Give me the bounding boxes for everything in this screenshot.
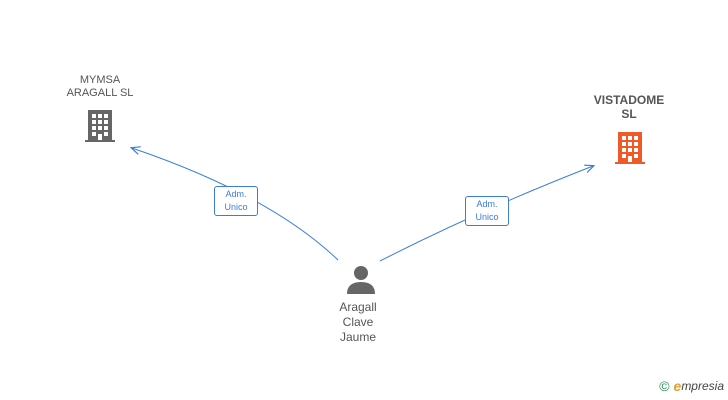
brand-initial: e [673,378,682,394]
building-icon[interactable] [85,108,115,142]
building-icon[interactable] [615,130,645,164]
edge-label-adm-unico-right[interactable]: Adm. Unico [465,196,509,226]
brand-name: mpresia [681,379,724,393]
company-label-mymsa[interactable]: MYMSA ARAGALL SL [66,74,134,99]
person-label-aragall[interactable]: Aragall Clave Jaume [339,300,377,344]
edge-label-adm-unico-left[interactable]: Adm. Unico [214,186,258,216]
company-label-vistadome[interactable]: VISTADOME SL [593,93,665,121]
empresia-watermark: © e mpresia [659,378,724,394]
copyright-symbol: © [659,378,670,394]
person-icon[interactable] [345,264,377,296]
